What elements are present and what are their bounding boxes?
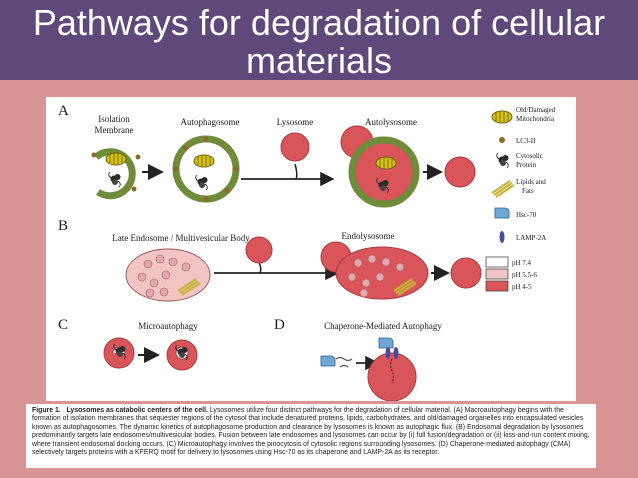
ph2-swatch bbox=[485, 268, 509, 280]
panel-c-letter: C bbox=[58, 317, 68, 333]
pathways-diagram: A Isolation Membrane Autophagosome Lysos… bbox=[58, 103, 556, 401]
label-microautophagy: Microautophagy bbox=[138, 321, 198, 331]
label-cma: Chaperone-Mediated Autophagy bbox=[324, 321, 442, 331]
label-autolysosome: Autolysosome bbox=[365, 117, 417, 127]
legend-cyto-1: Cytosolic bbox=[516, 152, 543, 160]
legend-ph2: pH 5.5-6 bbox=[512, 271, 537, 279]
lamp2a-icon bbox=[499, 231, 505, 243]
caption-figure-label: Figure 1. bbox=[32, 407, 61, 414]
legend-hsc70: Hsc-70 bbox=[516, 211, 537, 219]
microautophagy-result bbox=[166, 339, 198, 371]
legend-cyto-2: Protein bbox=[516, 161, 537, 169]
label-autophagosome: Autophagosome bbox=[181, 117, 240, 127]
legend: Old/Damaged Mitochondria LC3-II Cytosoli… bbox=[485, 106, 556, 292]
panel-d-letter: D bbox=[274, 317, 285, 333]
lysosome-a-final bbox=[444, 156, 476, 188]
figure-caption: Figure 1. Lysosomes as catabolic centers… bbox=[26, 404, 596, 468]
legend-mito-1: Old/Damaged bbox=[516, 106, 556, 114]
label-endolysosome: Endolysosome bbox=[342, 231, 395, 241]
label-late-endosome: Late Endosome / Multivesicular Body bbox=[112, 233, 250, 243]
legend-ph3: pH 4-5 bbox=[512, 283, 532, 291]
lysosome-a bbox=[280, 132, 310, 162]
legend-lipids-1: Lipids and bbox=[516, 178, 546, 186]
microautophagy-lysosome bbox=[103, 337, 135, 369]
late-endosome bbox=[125, 248, 211, 302]
legend-lamp2a: LAMP-2A bbox=[516, 234, 546, 242]
isolation-membrane bbox=[91, 148, 141, 200]
lysosome-b bbox=[245, 236, 273, 264]
panel-a-letter: A bbox=[58, 103, 69, 119]
cma-lysosome bbox=[367, 337, 417, 401]
caption-body: Lysosomes utilize four distinct pathways… bbox=[32, 407, 590, 457]
panel-b-letter: B bbox=[58, 218, 68, 234]
ph1-swatch bbox=[485, 256, 509, 268]
cma-complex bbox=[320, 355, 380, 371]
title-bar bbox=[0, 0, 638, 80]
legend-lipids-2: Fats bbox=[522, 187, 534, 195]
label-isolation: Isolation bbox=[98, 114, 130, 124]
lc3-icon bbox=[499, 137, 505, 143]
legend-lc3: LC3-II bbox=[516, 137, 536, 145]
figure-panel: A Isolation Membrane Autophagosome Lysos… bbox=[46, 97, 576, 401]
label-lysosome: Lysosome bbox=[277, 117, 314, 127]
arrow-lysosome bbox=[294, 163, 298, 180]
caption-figure-title: Lysosomes as catabolic centers of the ce… bbox=[66, 407, 208, 414]
slide-title: Pathways for degradation of cellular mat… bbox=[32, 2, 606, 81]
endolysosome bbox=[320, 241, 429, 300]
arrow-b-lysosome bbox=[258, 261, 262, 274]
legend-ph1: pH 7.4 bbox=[512, 259, 532, 267]
label-membrane: Membrane bbox=[95, 125, 134, 135]
ph3-swatch bbox=[485, 280, 509, 292]
autolysosome bbox=[340, 125, 420, 208]
legend-mito-2: Mitochondria bbox=[516, 115, 555, 123]
lysosome-b-final bbox=[450, 257, 482, 289]
autophagosome bbox=[172, 135, 240, 203]
